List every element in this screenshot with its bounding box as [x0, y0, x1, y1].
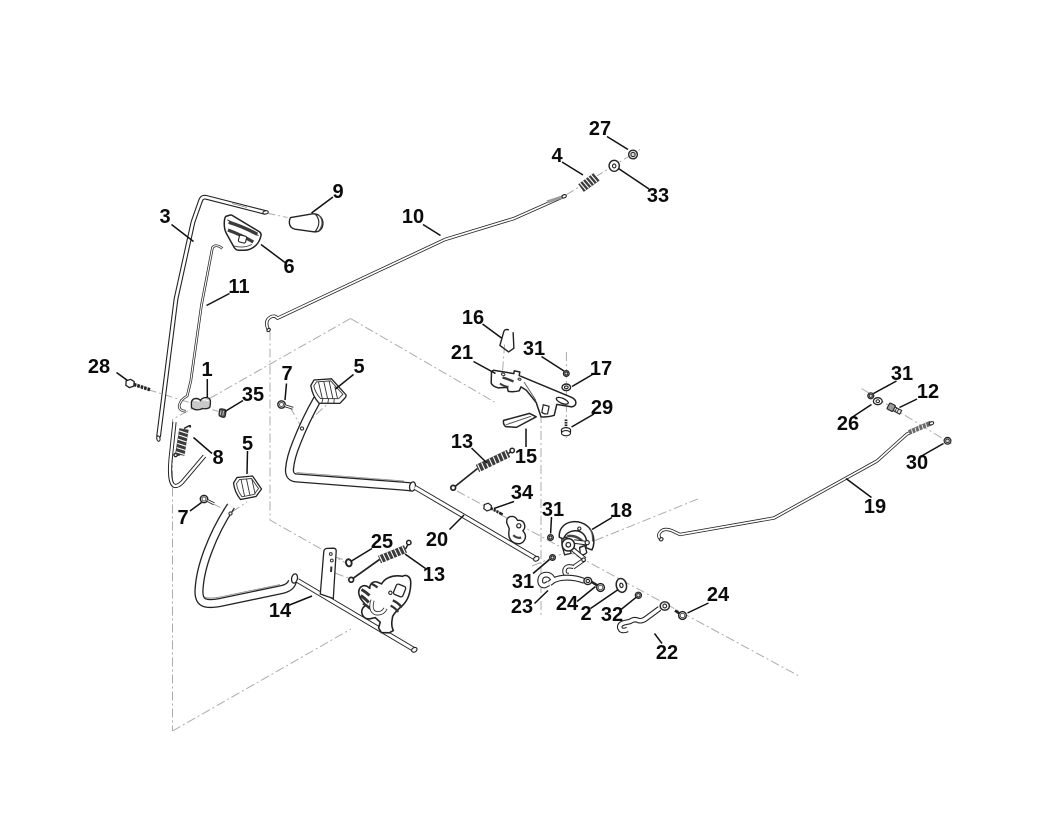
- svg-text:13: 13: [451, 431, 473, 453]
- svg-text:34: 34: [511, 482, 534, 504]
- svg-text:21: 21: [451, 342, 473, 364]
- svg-text:10: 10: [402, 206, 424, 228]
- svg-text:5: 5: [353, 356, 364, 378]
- svg-text:16: 16: [462, 307, 484, 329]
- svg-text:29: 29: [591, 397, 613, 419]
- svg-text:31: 31: [542, 499, 564, 521]
- svg-text:7: 7: [177, 507, 188, 529]
- svg-text:33: 33: [647, 185, 669, 207]
- svg-text:31: 31: [523, 338, 545, 360]
- svg-text:8: 8: [212, 447, 223, 469]
- svg-text:31: 31: [891, 363, 913, 385]
- svg-text:4: 4: [551, 145, 563, 167]
- svg-text:3: 3: [159, 206, 170, 228]
- svg-text:19: 19: [864, 496, 886, 518]
- svg-text:7: 7: [281, 363, 292, 385]
- svg-text:11: 11: [228, 276, 249, 298]
- svg-text:24: 24: [707, 584, 730, 606]
- svg-text:17: 17: [590, 358, 612, 380]
- svg-text:9: 9: [332, 181, 343, 203]
- svg-text:27: 27: [589, 118, 611, 140]
- svg-text:20: 20: [426, 529, 448, 551]
- svg-text:28: 28: [88, 356, 110, 378]
- svg-text:1: 1: [201, 359, 212, 381]
- svg-text:31: 31: [512, 571, 534, 593]
- svg-text:23: 23: [511, 596, 533, 618]
- svg-text:24: 24: [556, 593, 579, 615]
- svg-text:26: 26: [837, 413, 859, 435]
- svg-text:32: 32: [601, 604, 623, 626]
- svg-text:30: 30: [906, 452, 928, 474]
- svg-text:5: 5: [242, 433, 253, 455]
- svg-text:13: 13: [423, 564, 445, 586]
- svg-text:25: 25: [371, 531, 393, 553]
- svg-text:6: 6: [283, 256, 294, 278]
- svg-text:35: 35: [242, 384, 264, 406]
- svg-text:2: 2: [580, 603, 591, 625]
- svg-text:12: 12: [917, 381, 939, 403]
- svg-text:15: 15: [515, 446, 537, 468]
- svg-text:22: 22: [656, 642, 678, 664]
- svg-text:18: 18: [610, 500, 632, 522]
- svg-text:14: 14: [269, 600, 292, 622]
